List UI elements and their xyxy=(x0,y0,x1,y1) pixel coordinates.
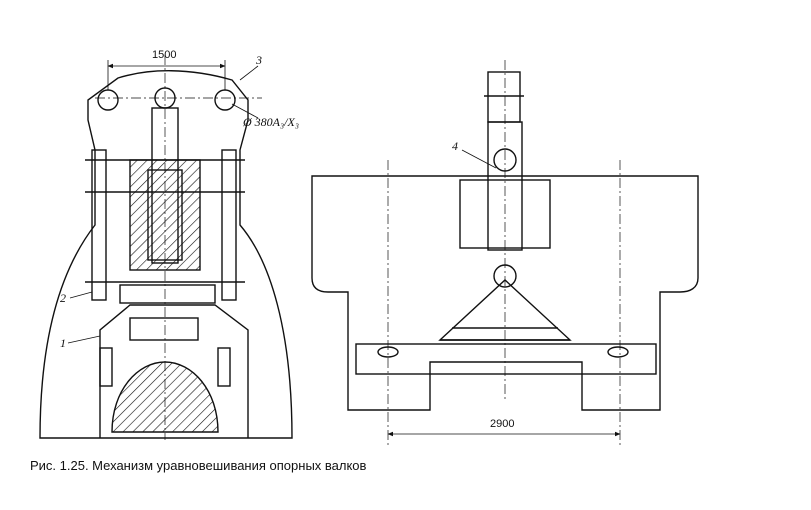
right-view: 2900 4 xyxy=(311,60,699,448)
lug-hole-left xyxy=(97,89,119,111)
stand-housing xyxy=(39,70,293,439)
tie-rod-right xyxy=(221,149,237,301)
balancing-cylinder xyxy=(129,159,201,271)
left-view: 1500 Ø 380A₃/X₃ 3 2 1 xyxy=(39,49,299,440)
dim-1500: 1500 xyxy=(152,49,176,61)
lower-beam xyxy=(355,343,657,375)
figure-caption: Рис. 1.25. Механизм уравновешивания опор… xyxy=(30,458,367,473)
callout-4: 4 xyxy=(452,139,458,153)
callout-3: 3 xyxy=(255,53,262,67)
diameter-note: Ø 380A₃/X₃ xyxy=(242,115,299,129)
yoke-top xyxy=(487,71,521,123)
tie-rod-left xyxy=(91,149,107,301)
dim-2900: 2900 xyxy=(490,418,514,430)
crossbeam xyxy=(311,175,699,411)
lug-hole-right xyxy=(214,89,236,111)
callout-2: 2 xyxy=(60,291,66,305)
callout-1: 1 xyxy=(60,336,66,350)
chock-block xyxy=(129,317,199,341)
crosshead xyxy=(119,284,216,304)
